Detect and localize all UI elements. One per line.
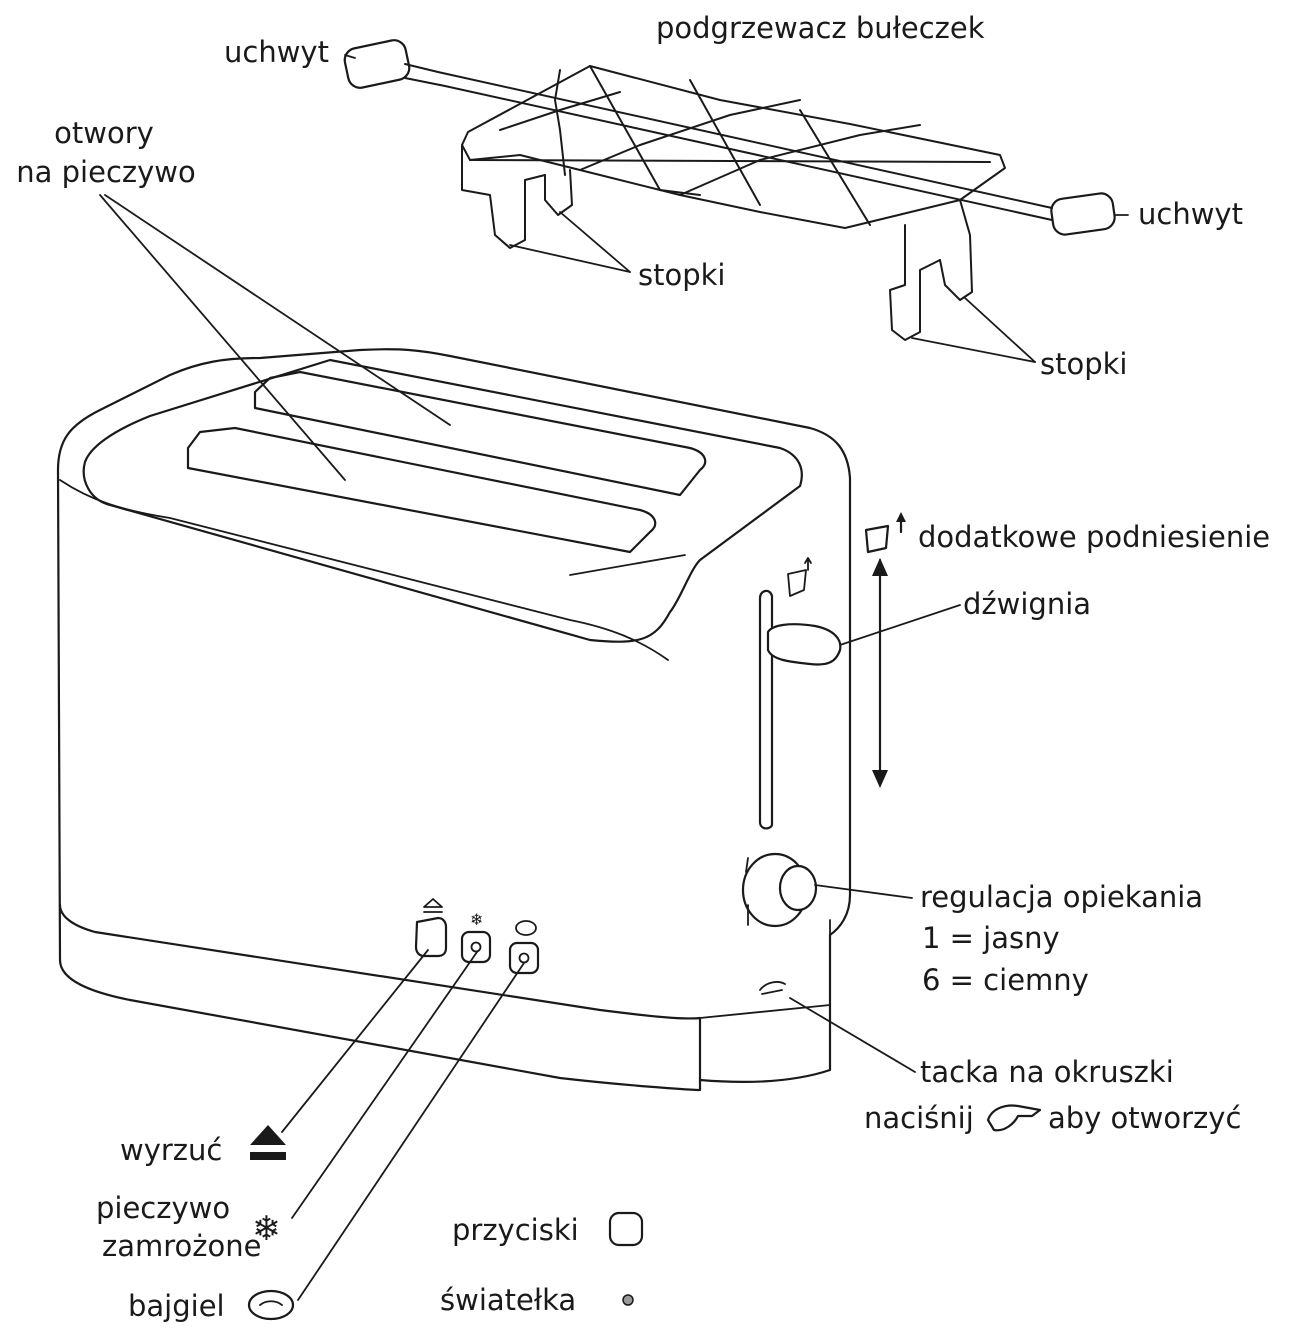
label-browning-light: 1 = jasny: [922, 921, 1060, 955]
label-lever: dźwignia: [963, 587, 1091, 621]
browning-dial-ticks: [745, 857, 749, 926]
lever-knob: [766, 623, 842, 666]
button-legend-icon: [608, 1211, 644, 1247]
eject-legend-icon: [250, 1125, 286, 1145]
rack-frame-top: [461, 65, 1006, 201]
rack-frame-front: [469, 154, 961, 229]
body-eject-icon: [423, 898, 443, 913]
label-extra-lift: dodatkowe podniesienie: [918, 520, 1270, 554]
browning-dial-knob: [778, 864, 818, 912]
label-browning-dark: 6 = ciemny: [922, 963, 1089, 997]
light-legend-icon: [622, 1294, 634, 1306]
leader-bagel: [297, 962, 525, 1301]
rack-foot-left-2: [544, 169, 573, 216]
label-frozen-line2: zamrożone: [102, 1229, 261, 1263]
leader-slot-front: [99, 194, 346, 481]
leader-browning: [814, 884, 913, 899]
leader-foot-left-2: [559, 211, 631, 273]
body-lift-icon: [787, 557, 812, 597]
leader-lines: [99, 54, 1129, 1301]
snowflake-legend-icon: ❄: [252, 1209, 281, 1249]
press-legend-hand-icon: [986, 1104, 1042, 1132]
bagel-button: [508, 941, 540, 975]
eject-legend-bar: [250, 1152, 286, 1160]
rack-rail-1: [404, 63, 1053, 209]
label-press-suffix: aby otworzyć: [1048, 1101, 1241, 1135]
lever-slot: [758, 589, 774, 830]
bagel-legend-icon: [247, 1289, 295, 1321]
leader-eject: [281, 949, 429, 1133]
eject-button: [414, 916, 448, 958]
label-feet-left: stopki: [638, 258, 725, 292]
label-handle-left: uchwyt: [224, 35, 329, 69]
crumb-tray-top: [699, 1004, 831, 1019]
rack-handle-right: [1050, 192, 1116, 236]
lift-legend-bread-icon: [864, 524, 890, 554]
toaster-body: ❄: [56, 348, 852, 1092]
rack-diag-2: [689, 79, 761, 206]
leader-foot-right-1: [911, 337, 1036, 363]
rack-diag-1: [589, 65, 701, 196]
leader-frozen: [291, 951, 478, 1219]
label-crumb-tray: tacka na okruszki: [920, 1055, 1174, 1089]
bread-slot-back: [253, 370, 707, 497]
rack-cross-2: [579, 99, 801, 171]
leader-lever: [839, 604, 961, 646]
label-frozen-line1: pieczywo: [96, 1191, 230, 1225]
toaster-base-line: [58, 903, 702, 1082]
label-buttons-legend: przyciski: [452, 1213, 579, 1247]
frozen-light: [470, 941, 482, 953]
leader-slot-back: [104, 194, 451, 426]
rack-foot-left-1: [461, 144, 546, 249]
body-snowflake-icon: ❄: [470, 910, 483, 929]
rack-handle-left: [343, 39, 411, 89]
body-press-icon: [759, 981, 786, 995]
leader-foot-left-1: [509, 244, 631, 273]
toaster-outline: [56, 348, 852, 1092]
lift-legend-arrow-head: [896, 512, 906, 522]
bun-warmer-rack: [343, 39, 1116, 341]
rack-post-left: [554, 69, 566, 176]
label-slots-line2: na pieczywo: [16, 155, 195, 189]
leader-handle-left: [344, 54, 356, 59]
rack-cross-1: [499, 91, 621, 131]
leader-foot-right-2: [964, 297, 1036, 363]
label-handle-right: uchwyt: [1138, 197, 1243, 231]
label-press-prefix: naciśnij: [864, 1101, 974, 1135]
label-feet-right: stopki: [1040, 347, 1127, 381]
rack-foot-right-2: [939, 199, 973, 301]
body-bagel-icon: [515, 920, 537, 936]
toaster-top-crease: [569, 554, 686, 576]
rack-diag-3: [799, 109, 871, 226]
bread-slot-front: [186, 426, 657, 554]
frozen-button: [460, 930, 492, 964]
label-eject: wyrzuć: [120, 1133, 222, 1167]
label-bagel: bajgiel: [128, 1289, 225, 1323]
label-slots-line1: otwory: [54, 116, 154, 150]
label-browning-control: regulacja opiekania: [920, 880, 1203, 914]
leader-crumb-tray: [789, 997, 916, 1073]
rack-rail-2: [404, 77, 1053, 221]
toaster-top-edge: [59, 479, 669, 661]
label-lights-legend: światełka: [440, 1283, 576, 1317]
rack-cross-3: [679, 124, 921, 196]
label-bun-warmer: podgrzewacz bułeczek: [656, 11, 985, 45]
bagel-legend-hole: [259, 1300, 283, 1306]
rack-foot-right-1: [889, 224, 941, 341]
labels: podgrzewacz bułeczek uchwyt uchwyt otwor…: [16, 11, 1270, 1323]
